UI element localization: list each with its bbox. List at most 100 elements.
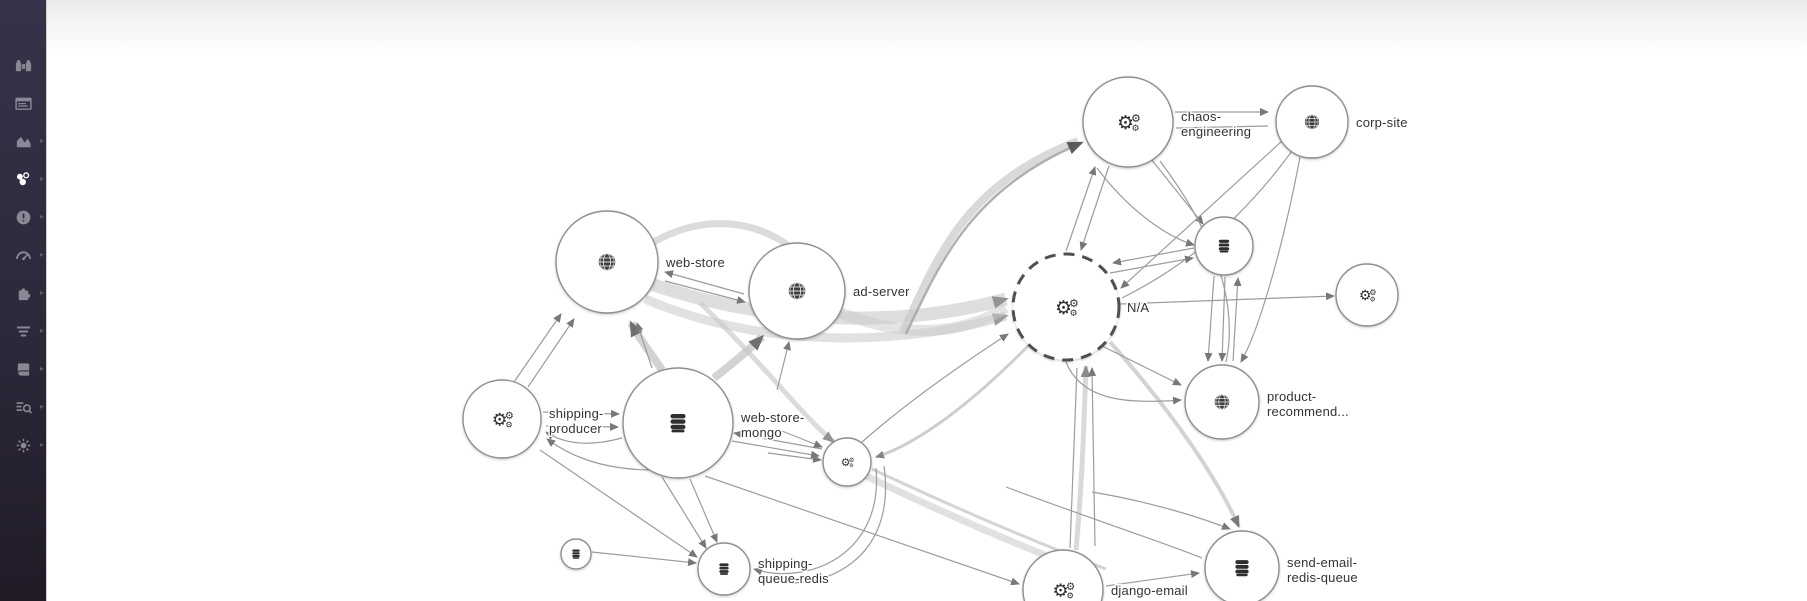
edge	[1005, 486, 1203, 559]
edge	[1105, 570, 1200, 587]
bubbles-icon	[14, 170, 33, 189]
chevron-right-icon: ▸	[39, 136, 44, 145]
edge	[899, 137, 1080, 334]
sidebar-item-docs[interactable]: ▸	[0, 350, 46, 388]
node-web-store[interactable]: web-store	[555, 210, 726, 314]
edge	[539, 449, 698, 558]
edge	[904, 141, 1084, 335]
svg-text:⚙: ⚙	[1131, 112, 1141, 125]
svg-text:⚙: ⚙	[1359, 288, 1372, 304]
sidebar-item-dashboards[interactable]	[0, 84, 46, 122]
puzzle-icon	[14, 284, 33, 303]
book-icon	[14, 360, 33, 379]
node-ad-server[interactable]: ad-server	[748, 242, 911, 340]
edge	[1232, 277, 1242, 362]
edge-layer	[513, 108, 1335, 587]
node-product-recommend[interactable]: product-recommend...	[1184, 364, 1350, 440]
chevron-right-icon: ▸	[39, 440, 44, 449]
sidebar-item-events[interactable]: ▸	[0, 198, 46, 236]
gear-sun-icon	[14, 436, 33, 455]
edge	[542, 409, 620, 418]
edge	[1099, 344, 1182, 386]
node-db-top[interactable]	[1194, 216, 1254, 276]
edge	[875, 344, 1030, 459]
node-label: django-email	[1111, 583, 1188, 598]
gears-icon: ⚙⚙⚙	[1359, 287, 1377, 304]
edge	[1091, 491, 1231, 530]
sidebar-item-analyze[interactable]: ▸	[0, 388, 46, 426]
svg-text:⚙: ⚙	[1055, 297, 1072, 319]
svg-text:⚙: ⚙	[1117, 112, 1134, 134]
area-chart-icon	[14, 132, 33, 151]
node-web-store-mongo[interactable]: web-store-mongo	[622, 367, 806, 479]
node-label: corp-site	[1356, 115, 1408, 130]
node-label: web-store-mongo	[740, 410, 804, 440]
node-service-right[interactable]: ⚙⚙⚙	[1335, 263, 1399, 327]
node-label: web-store	[665, 255, 725, 270]
sidebar-item-analytics[interactable]: ▸	[0, 122, 46, 160]
svg-text:⚙: ⚙	[1370, 296, 1376, 304]
edge	[1109, 255, 1194, 274]
binoculars-icon	[14, 56, 33, 75]
chevron-right-icon: ▸	[39, 364, 44, 373]
svg-text:⚙: ⚙	[1066, 592, 1074, 601]
node-django-email[interactable]: ⚙⚙⚙ django-email	[1022, 549, 1189, 601]
svg-text:⚙: ⚙	[841, 456, 851, 469]
globe-icon	[1214, 394, 1230, 410]
node-send-email-redis-queue[interactable]: send-email-redis-queue	[1204, 530, 1359, 601]
sidebar-item-gauge[interactable]: ▸	[0, 236, 46, 274]
gears-icon: ⚙⚙⚙	[1055, 297, 1079, 319]
node-chaos-engineering[interactable]: ⚙⚙⚙chaos-engineering	[1082, 76, 1252, 168]
edge	[650, 220, 792, 249]
node-layer: web-store ad-server ⚙⚙⚙chaos-engineering co…	[462, 76, 1409, 601]
edge	[1120, 140, 1283, 289]
edge	[591, 551, 697, 567]
sidebar-item-service-map[interactable]: ▸	[0, 160, 46, 198]
node-label: shipping-producer	[549, 406, 604, 436]
globe-icon	[788, 282, 806, 300]
edge	[1073, 365, 1091, 551]
search-list-icon	[14, 398, 33, 417]
node-label: product-recommend...	[1267, 389, 1349, 419]
sidebar-item-traces[interactable]: ▸	[0, 312, 46, 350]
edge	[753, 467, 878, 576]
node-not-available[interactable]: ⚙⚙⚙N/A	[1011, 252, 1151, 362]
edge	[1088, 367, 1097, 547]
edge	[1112, 247, 1195, 266]
edge	[731, 440, 820, 459]
edge	[513, 313, 562, 383]
svg-text:⚙: ⚙	[1053, 581, 1069, 601]
chevron-right-icon: ▸	[39, 212, 44, 221]
node-corp-site[interactable]: corp-site	[1275, 85, 1409, 159]
chevron-right-icon: ▸	[39, 326, 44, 335]
edge	[635, 322, 653, 369]
edge	[781, 430, 823, 448]
globe-icon	[598, 253, 616, 271]
card-icon	[14, 94, 33, 113]
sidebar-item-settings[interactable]: ▸	[0, 426, 46, 464]
sidebar-item-discover[interactable]	[0, 46, 46, 84]
db-icon	[719, 563, 729, 575]
gauge-icon	[14, 246, 33, 265]
node-db-small-left[interactable]	[560, 538, 592, 570]
svg-text:⚙: ⚙	[505, 411, 514, 422]
edge	[527, 318, 575, 388]
edge	[711, 334, 765, 382]
svg-text:⚙: ⚙	[1070, 309, 1078, 319]
edge	[546, 438, 651, 471]
node-service-mid[interactable]: ⚙⚙⚙	[822, 437, 872, 487]
node-shipping-queue-redis[interactable]: shipping-queue-redis	[697, 542, 830, 596]
edge	[1240, 156, 1301, 363]
chevron-right-icon: ▸	[39, 402, 44, 411]
edge	[1175, 125, 1269, 129]
sidebar-item-integrations[interactable]: ▸	[0, 274, 46, 312]
gears-icon: ⚙⚙⚙	[1053, 581, 1076, 601]
globe-icon	[1304, 114, 1320, 130]
edge	[1069, 367, 1078, 549]
edge	[1065, 361, 1182, 405]
edge	[836, 303, 1009, 336]
node-shipping-producer[interactable]: ⚙⚙⚙shipping-producer	[462, 379, 605, 459]
edge	[545, 422, 619, 431]
edge	[664, 280, 746, 304]
